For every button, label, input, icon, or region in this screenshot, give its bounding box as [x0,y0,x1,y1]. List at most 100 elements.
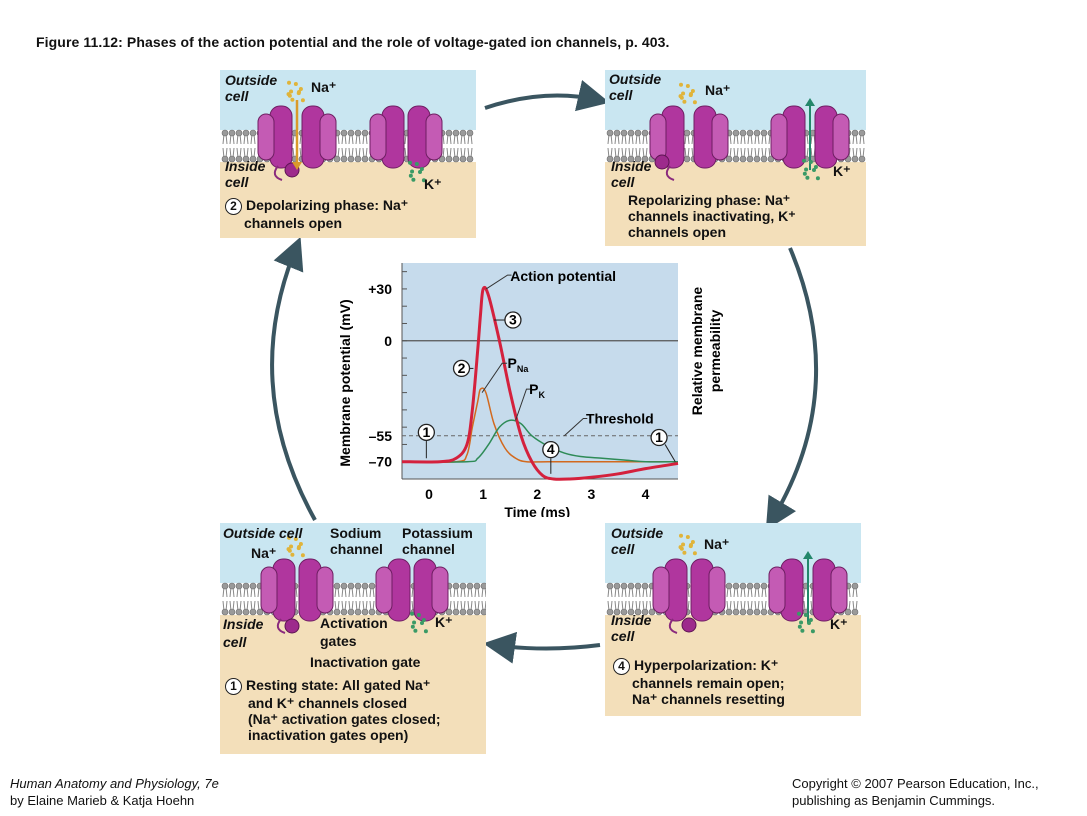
depol-inside-label: Inside cell [225,158,266,190]
rest-caption-line3: (Na⁺ activation gates closed; [248,710,441,727]
svg-text:1: 1 [655,429,663,445]
marker-1-right-pointer [664,444,676,462]
depol-caption-line2: channels open [244,214,343,231]
x-tick-label: 3 [588,486,596,502]
inactivation-gate-label: Inactivation gate [310,654,421,670]
k-ions [802,158,820,181]
k-ions [410,611,428,634]
y-axis-label: Membrane potential (mV) [337,299,353,466]
panel-depolarizing [220,70,476,238]
hyper-caption-line2: channels remain open; [632,674,785,691]
na-ions [286,535,305,558]
depol-k-label: K⁺ [424,176,442,192]
p-k-subscript: K [539,390,546,400]
potassium-channel-open [768,551,848,623]
repol-k-label: K⁺ [833,163,851,179]
step-4-badge: 4 [613,657,630,675]
repol-caption: Repolarizing phase: Na⁺ channels inactiv… [628,192,796,240]
x-tick-label: 2 [533,486,541,502]
potassium-channel-label: Potassium channel [402,525,473,557]
threshold-leader [564,418,588,437]
arrow-to-hyperpolarization [765,247,819,531]
figure-title: Figure 11.12: Phases of the action poten… [36,34,670,50]
rest-inside-label: Inside cell [223,616,264,650]
k-ions [408,160,426,183]
depol-outside-label: Outside cell [225,72,278,104]
rest-caption-line4: inactivation gates open) [248,726,409,743]
hyper-caption-line1: Hyperpolarization: K⁺ [634,657,779,673]
p-na-line [401,387,678,463]
y-tick-label: –70 [369,454,393,470]
book-title: Human Anatomy and Physiology, 7e [10,776,219,791]
rest-outside-label: Outside cell [223,525,303,541]
hyper-outside-label: Outside cell [611,525,664,557]
rest-caption-line1: Resting state: All gated Na⁺ [246,677,431,693]
depol-na-label: Na⁺ [311,79,337,95]
p-na-subscript: Na [517,364,529,374]
depol-caption-line1: Depolarizing phase: Na⁺ [246,197,409,213]
repol-caption-line2: channels inactivating, K⁺ [628,208,796,224]
sodium-channel-inactivating [649,105,729,181]
panel-repolarizing [605,70,866,246]
step-1-badge: 1 [225,677,242,695]
threshold-label: Threshold [586,411,654,427]
marker-1-right: 1 [650,428,668,447]
pna-leader [481,362,508,393]
membrane-depolarizing [221,80,474,183]
copyright-line2: publishing as Benjamin Cummings. [792,793,996,808]
hyper-k-label: K⁺ [830,616,848,632]
copyright-line1: Copyright © 2007 Pearson Education, Inc.… [792,776,1039,791]
hyper-inside-label: Inside cell [611,612,652,644]
membrane-resting [221,535,486,634]
repol-caption-line3: channels open [628,224,727,240]
p-k-line [401,419,679,463]
sodium-channel-closed [260,558,334,634]
svg-text:1: 1 [422,424,430,440]
repol-na-label: Na⁺ [705,82,731,98]
rest-k-label: K⁺ [435,614,453,630]
arrow-to-depolarizing [270,236,317,521]
marker-1-left: 1 [417,423,436,441]
k-ions [797,611,815,634]
book-authors: by Elaine Marieb & Katja Hoehn [10,793,195,808]
sodium-channel-label: Sodium channel [330,525,383,557]
na-ions [678,82,697,105]
panel-resting [220,523,486,754]
sodium-channel-resetting [652,558,726,634]
membrane-repolarizing [606,82,866,181]
x-tick-label: 0 [425,486,433,502]
footer-right: Copyright © 2007 Pearson Education, Inc.… [792,775,1039,809]
ap-leader [485,274,512,290]
step-2-badge: 2 [225,197,242,215]
potassium-channel-closed [375,558,449,622]
x-tick-label: 4 [642,486,650,502]
svg-text:4: 4 [547,441,555,457]
marker-4: 4 [542,440,560,459]
activation-gates-label: Activation gates [320,615,388,649]
y-tick-label: 0 [384,333,392,349]
y2-axis-label-line2: permeability [707,310,723,393]
pk-leader [515,388,531,421]
footer-left: Human Anatomy and Physiology, 7e by Elai… [10,775,219,809]
x-tick-label: 1 [479,486,487,502]
marker-2: 2 [452,359,471,378]
potassium-channel-open [770,98,850,170]
x-axis-label: Time (ms) [504,504,570,517]
chart-plot-area [402,263,678,479]
na-ions [286,80,305,103]
sodium-channel-open [257,100,337,181]
y-tick-label: +30 [368,281,392,297]
repol-caption-line1: Repolarizing phase: Na⁺ [628,192,791,208]
arrow-to-repolarizing [484,79,610,112]
marker-3: 3 [504,311,522,329]
membrane-hyperpolarization [606,533,859,634]
repol-outside-label: Outside cell [609,71,662,103]
na-ions [678,533,697,556]
svg-text:2: 2 [458,360,466,376]
y2-axis-label-line1: Relative membrane [689,287,705,416]
